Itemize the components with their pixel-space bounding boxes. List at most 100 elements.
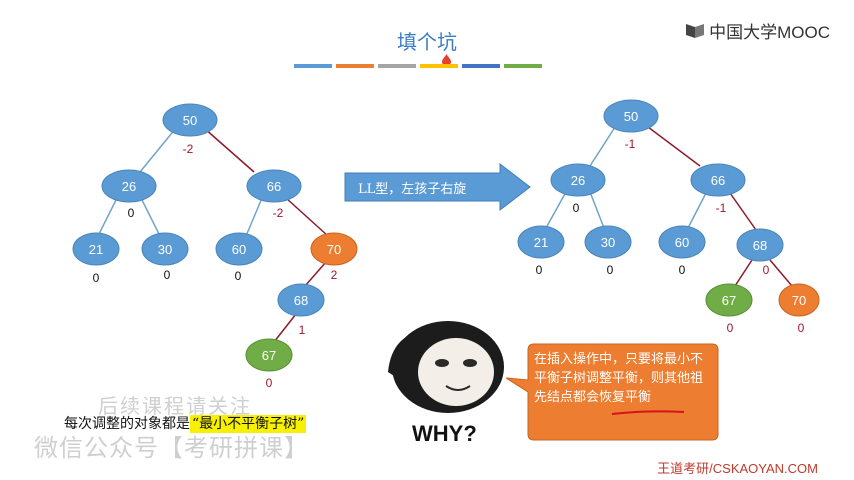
node-key: 50 — [624, 109, 638, 124]
color-bar — [462, 64, 500, 68]
balance-factor: 2 — [331, 268, 338, 282]
tree-node: 21 — [517, 225, 565, 259]
right-tree-edges — [545, 123, 793, 287]
node-key: 21 — [89, 242, 103, 257]
balance-factor: 0 — [93, 271, 100, 285]
node-key: 60 — [232, 242, 246, 257]
watermark-line-1: 后续课程请关注 — [98, 394, 252, 418]
color-bar — [504, 64, 542, 68]
right-tree-balances: -1 0 -1 0 0 0 0 0 0 — [536, 137, 805, 335]
tree-node: 70 — [778, 283, 820, 317]
summary-note-highlight: “最小不平衡子树” — [190, 415, 307, 433]
node-key: 66 — [267, 179, 281, 194]
slide-title: 填个坑 — [397, 30, 457, 54]
balance-factor: 1 — [299, 323, 306, 337]
balance-factor: 0 — [235, 269, 242, 283]
edge — [687, 192, 707, 229]
node-key: 50 — [183, 113, 197, 128]
balance-factor: 0 — [763, 263, 770, 277]
balance-factor: 0 — [798, 321, 805, 335]
mooc-logo: 中国大学MOOC — [685, 18, 830, 43]
left-tree-balances: -2 0 -2 0 0 0 2 1 0 — [93, 142, 338, 390]
left-tree-nodes: 50 26 66 21 30 60 70 68 67 — [72, 103, 358, 372]
summary-note-prefix: 每次调整的对象都是 — [64, 416, 190, 432]
summary-note: 每次调整的对象都是“最小不平衡子树” — [64, 413, 307, 433]
edge — [589, 191, 605, 229]
tree-node: 50 — [162, 103, 218, 137]
mooc-logo-text: 中国大学MOOC — [709, 23, 830, 42]
mooc-logo-icon — [685, 22, 705, 40]
tree-node: 66 — [246, 169, 302, 203]
why-caption: WHY? — [412, 421, 477, 446]
balance-factor: 0 — [128, 206, 135, 220]
tree-node: 21 — [72, 232, 120, 266]
edge — [729, 192, 757, 231]
meme-face-image — [388, 321, 504, 413]
speech-bubble — [505, 343, 719, 441]
tree-node: 68 — [736, 228, 784, 262]
node-key: 60 — [675, 235, 689, 250]
balance-factor: 0 — [573, 201, 580, 215]
balance-factor: 0 — [679, 263, 686, 277]
edge — [285, 197, 329, 237]
node-key: 26 — [122, 179, 136, 194]
balance-factor: 0 — [607, 263, 614, 277]
balance-factor: 0 — [536, 263, 543, 277]
edge — [245, 197, 263, 237]
edge — [589, 123, 618, 167]
node-key: 67 — [722, 293, 736, 308]
node-key: 66 — [711, 173, 725, 188]
balance-factor: 0 — [164, 268, 171, 282]
rotation-label: LL型，左孩子右旋 — [358, 182, 467, 197]
drop-icon — [442, 51, 451, 66]
title-color-bars — [294, 64, 542, 68]
balance-factor: -2 — [183, 142, 194, 156]
node-key: 67 — [262, 348, 276, 363]
balance-factor: -1 — [716, 201, 727, 215]
balance-factor: 0 — [266, 376, 273, 390]
edge — [203, 127, 255, 173]
color-bar — [336, 64, 374, 68]
left-tree-edges — [97, 127, 329, 343]
color-bar — [420, 64, 458, 68]
edge — [643, 123, 701, 167]
node-key: 30 — [601, 235, 615, 250]
edge — [545, 191, 567, 229]
node-key: 70 — [327, 242, 341, 257]
bubble-text: 在插入操作中，只要将最小不平衡子树调整平衡，则其他祖先结点都会恢复平衡 — [534, 352, 704, 405]
edge — [304, 261, 327, 287]
edge — [97, 197, 118, 237]
tree-node: 67 — [705, 283, 753, 317]
edge — [140, 197, 161, 237]
node-key: 21 — [534, 235, 548, 250]
color-bar — [294, 64, 332, 68]
tree-node: 70 — [310, 232, 358, 266]
balance-factor: -2 — [273, 206, 284, 220]
tree-node: 26 — [101, 169, 157, 203]
node-key: 30 — [158, 242, 172, 257]
node-key: 68 — [294, 293, 308, 308]
edge — [769, 259, 793, 287]
node-key: 68 — [753, 238, 767, 253]
balance-factor: 0 — [727, 321, 734, 335]
rotation-arrow — [344, 162, 531, 212]
tree-node: 66 — [690, 163, 746, 197]
right-tree-nodes: 50 26 66 21 30 60 68 67 70 — [517, 99, 820, 317]
node-key: 26 — [571, 173, 585, 188]
tree-node: 26 — [550, 163, 606, 197]
tree-node: 30 — [584, 225, 632, 259]
watermark-line-2: 微信公众号【考研拼课】 — [34, 434, 309, 462]
node-key: 70 — [792, 293, 806, 308]
tree-node: 30 — [141, 232, 189, 266]
emphasis-underline — [611, 410, 685, 415]
tree-node: 67 — [245, 338, 293, 372]
edge — [734, 259, 753, 287]
tree-node: 60 — [215, 232, 263, 266]
tree-node: 50 — [603, 99, 659, 133]
color-bar — [378, 64, 416, 68]
tree-node: 60 — [658, 225, 706, 259]
balance-factor: -1 — [625, 137, 636, 151]
footer-brand: 王道考研/CSKAOYAN.COM — [657, 461, 818, 476]
edge — [273, 313, 297, 343]
